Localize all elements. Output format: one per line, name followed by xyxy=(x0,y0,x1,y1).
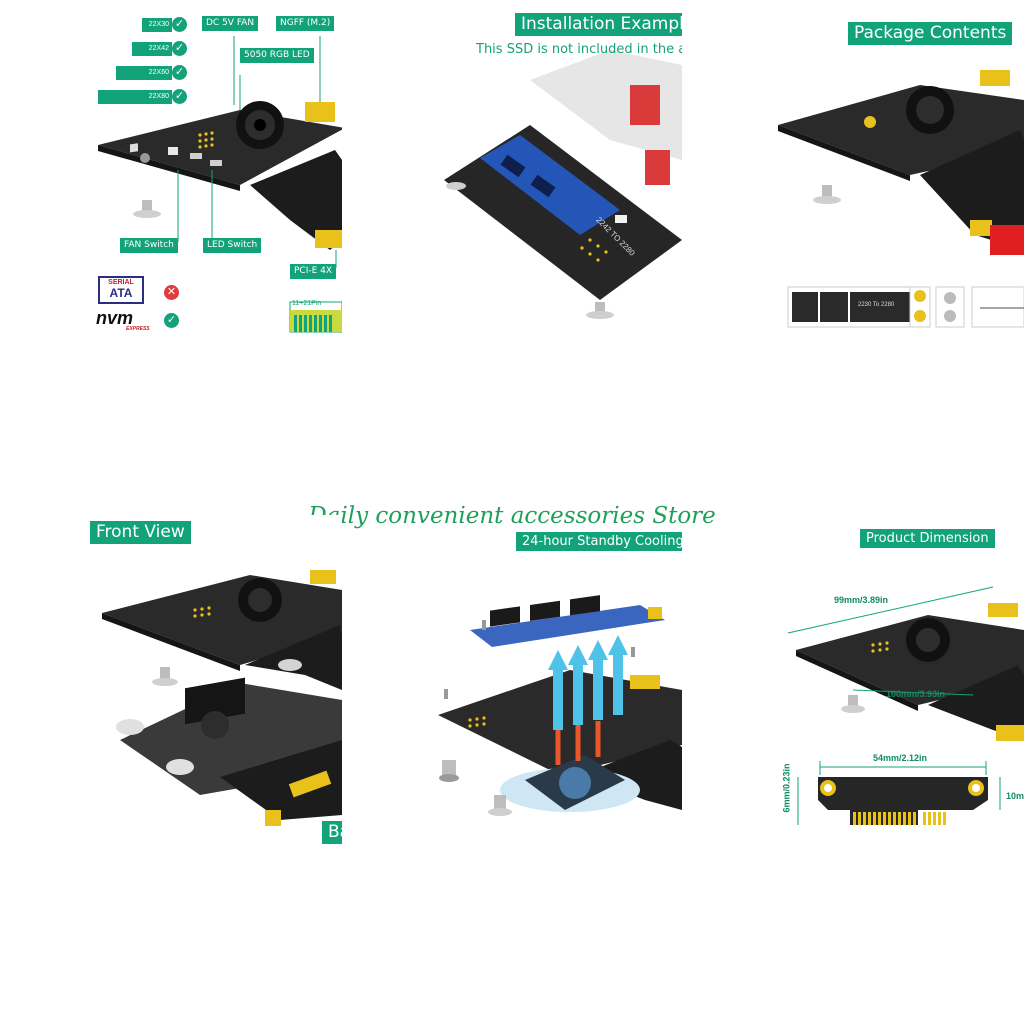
store-banner: Daily convenient accessories Store xyxy=(308,503,716,529)
installation-title: Installation Example xyxy=(515,13,682,36)
sata-logo-top: SERIAL xyxy=(108,279,134,286)
size-tag: 22X60 xyxy=(116,66,172,80)
check-icon: ✓ xyxy=(172,17,187,32)
tile-installation: Installation Example This SSD is not inc… xyxy=(440,10,682,338)
front-view-title: Front View xyxy=(90,521,191,544)
dimension-width: 99mm/3.89in xyxy=(834,595,889,605)
package-illustration xyxy=(778,70,1024,328)
dimension-right-height: 10mm/0.39in xyxy=(1006,791,1024,801)
check-icon: ✓ xyxy=(172,41,187,56)
tile-cooling: 24-hour Standby Cooling xyxy=(430,525,682,835)
kit-size-text: 2230 To 2280 xyxy=(858,302,895,308)
ngff-callout: NGFF (M.2) xyxy=(276,16,335,31)
led-switch-callout: LED Switch xyxy=(203,238,262,253)
pcie-callout: PCI-E 4X xyxy=(290,264,337,279)
package-title: Package Contents xyxy=(848,22,1013,45)
tile-dimension: Product Dimension 99mm/3.89in 100mm/3.93… xyxy=(778,525,1024,835)
cross-icon: ✕ xyxy=(164,285,179,300)
sata-logo: SERIAL ATA xyxy=(98,276,144,304)
nvm-logo-sub: EXPRESS xyxy=(126,326,150,332)
front-view-illustration xyxy=(102,570,342,826)
nvm-express-logo: nvm EXPRESS xyxy=(96,308,166,332)
features-board-illustration xyxy=(98,36,342,333)
tile-package: Package Contents 2230 To 2280 xyxy=(770,10,1024,338)
size-tag: 22X30 xyxy=(142,18,172,32)
check-icon: ✓ xyxy=(164,313,179,328)
dimension-illustration xyxy=(787,586,1024,825)
tile-features: 22X30 22X42 22X60 22X80 ✓ ✓ ✓ ✓ DC 5V FA… xyxy=(90,10,342,338)
dimension-card-height: 6mm/0.23in xyxy=(781,763,792,813)
sata-logo-bottom: ATA xyxy=(109,286,133,300)
size-tag: 22X80 xyxy=(98,90,172,104)
check-icon: ✓ xyxy=(172,89,187,104)
fan-switch-callout: FAN Switch xyxy=(120,238,178,253)
check-icon: ✓ xyxy=(172,65,187,80)
dimension-title: Product Dimension xyxy=(860,529,995,548)
cooling-title: 24-hour Standby Cooling xyxy=(516,532,682,551)
rgb-led-callout: 5050 RGB LED xyxy=(240,48,314,63)
pin-count-label: 11+21Pin xyxy=(292,300,322,307)
tile-front-view: Front View Back View xyxy=(90,515,342,850)
installation-illustration xyxy=(444,50,682,319)
cooling-illustration xyxy=(438,595,682,816)
fan-callout: DC 5V FAN xyxy=(202,16,259,31)
installation-note: This SSD is not included in the accessor… xyxy=(476,42,682,57)
dimension-card-width: 54mm/2.12in xyxy=(873,753,928,763)
size-tag: 22X42 xyxy=(132,42,172,56)
back-view-label: Back View xyxy=(322,821,342,844)
dimension-depth: 100mm/3.93in xyxy=(886,689,946,699)
nvm-logo-text: nvm xyxy=(96,308,134,328)
